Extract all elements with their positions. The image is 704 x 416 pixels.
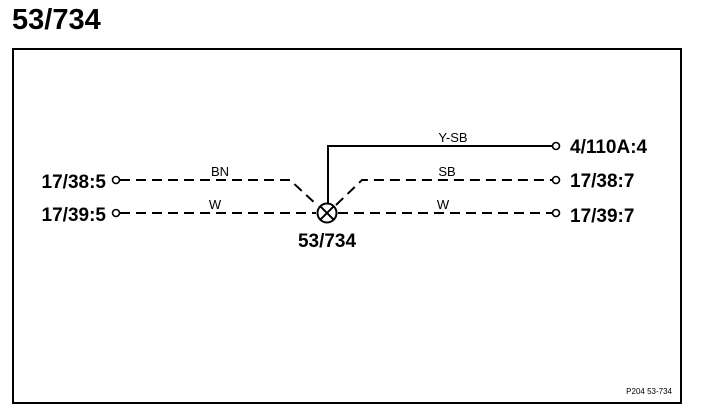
- reference-code: P204 53-734: [626, 387, 672, 396]
- terminal-left-bottom-label: 17/39:5: [42, 205, 107, 226]
- terminal-left-top-label: 17/38:5: [42, 172, 107, 193]
- wire-label-right-middle: SB: [438, 164, 455, 179]
- diagram-frame: [12, 48, 682, 404]
- terminal-right-top-dot: [551, 141, 561, 151]
- wire-label-right-bottom: W: [437, 197, 450, 212]
- terminal-left-top-dot: [111, 175, 121, 185]
- page-title: 53/734: [12, 4, 101, 36]
- terminal-right-middle-label: 17/38:7: [570, 171, 634, 192]
- wire-label-left-top: BN: [211, 164, 229, 179]
- wire-right-middle: [335, 179, 552, 206]
- wire-label-left-bottom: W: [209, 197, 222, 212]
- terminal-right-middle-dot: [551, 175, 561, 185]
- terminal-right-top-label: 4/110A:4: [570, 137, 648, 158]
- splice-label: 53/734: [298, 231, 357, 252]
- terminal-right-bottom-dot: [551, 208, 561, 218]
- wire-right-top: [327, 145, 552, 205]
- wire-label-right-top: Y-SB: [438, 130, 467, 145]
- terminal-right-bottom-label: 17/39:7: [570, 206, 634, 227]
- splice-icon: [316, 202, 338, 224]
- wire-left-top: [120, 179, 318, 206]
- terminal-left-bottom-dot: [111, 208, 121, 218]
